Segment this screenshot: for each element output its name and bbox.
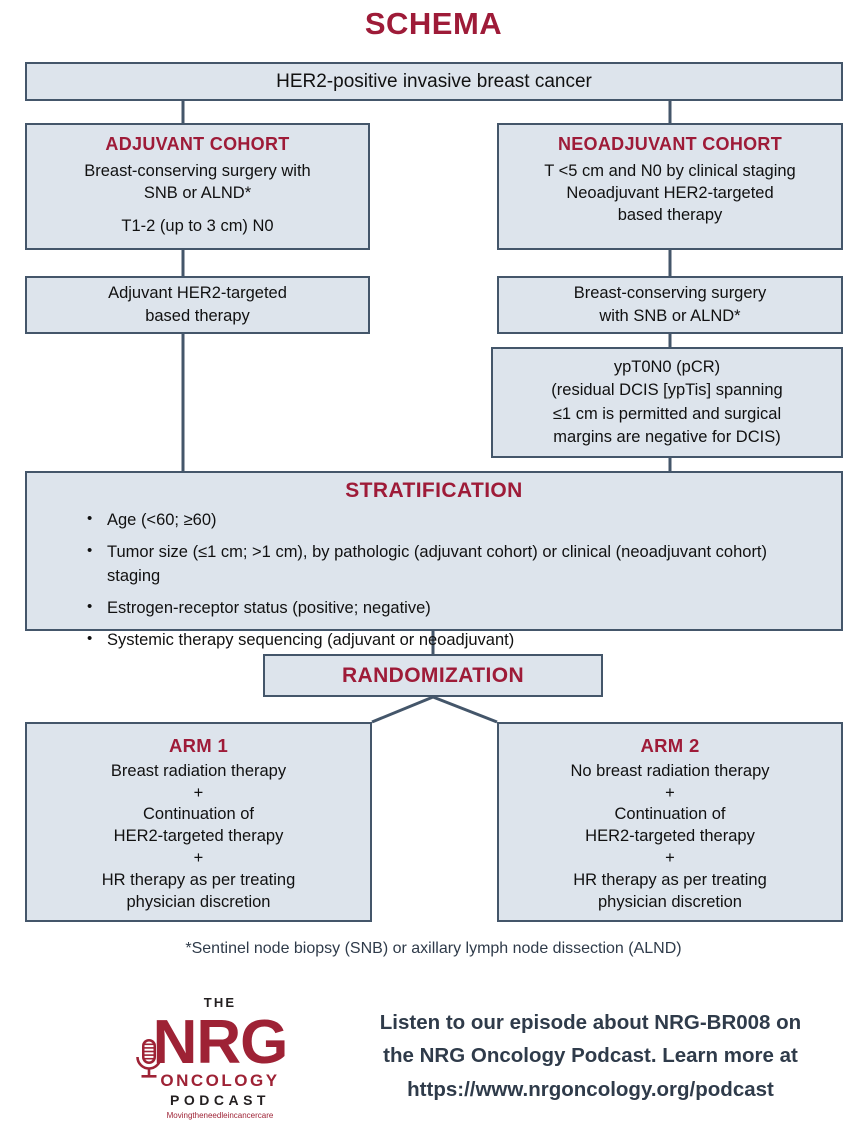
- arm1-line-7: physician discretion: [126, 893, 271, 912]
- neoadjuvant-surgery-line-2: with SNB or ALND*: [599, 307, 741, 325]
- microphone-icon: [136, 1039, 162, 1078]
- arm2-line-2: +: [665, 783, 675, 802]
- stratification-box: STRATIFICATION Age (<60; ≥60) Tumor size…: [25, 471, 843, 649]
- adjuvant-therapy-line-2: based therapy: [145, 307, 250, 325]
- arm2-box: ARM 2 No breast radiation therapy + Cont…: [497, 722, 843, 922]
- logo-podcast-text: PODCAST: [170, 1092, 270, 1108]
- stratification-list: Age (<60; ≥60) Tumor size (≤1 cm; >1 cm)…: [27, 508, 841, 661]
- arm1-line-2: +: [193, 783, 204, 802]
- stratification-heading: STRATIFICATION: [345, 479, 523, 502]
- adjuvant-cohort-line-3: T1-2 (up to 3 cm) N0: [121, 216, 274, 235]
- pcr-line-3: ≤1 cm is permitted and surgical: [552, 404, 782, 423]
- footnote: *Sentinel node biopsy (SNB) or axillary …: [185, 940, 682, 957]
- promo-line-2: the NRG Oncology Podcast. Learn more at: [383, 1044, 798, 1068]
- arm2-line-4: HER2-targeted therapy: [585, 827, 755, 846]
- pcr-line-1: ypT0N0 (pCR): [613, 357, 721, 376]
- arm2-line-6: HR therapy as per treating: [573, 871, 767, 890]
- arm1-line-5: +: [193, 849, 204, 868]
- adjuvant-therapy-box: Adjuvant HER2-targeted based therapy: [25, 276, 370, 334]
- promo-podcast-url[interactable]: https://www.nrgoncology.org/podcast: [407, 1077, 774, 1101]
- arm1-line-1: Breast radiation therapy: [110, 761, 287, 780]
- population-box: HER2-positive invasive breast cancer: [25, 62, 843, 101]
- population-label: HER2-positive invasive breast cancer: [276, 70, 592, 92]
- arm2-line-1: No breast radiation therapy: [570, 761, 770, 780]
- logo-nrg-text: NRG: [153, 1008, 288, 1077]
- adjuvant-cohort-line-1: Breast-conserving surgery with: [84, 161, 311, 180]
- neoadjuvant-surgery-line-1: Breast-conserving surgery: [573, 283, 767, 302]
- arm1-line-6: HR therapy as per treating: [101, 871, 296, 890]
- neoadjuvant-surgery-box: Breast-conserving surgery with SNB or AL…: [497, 276, 843, 334]
- adjuvant-cohort-line-2: SNB or ALND*: [143, 183, 252, 202]
- neoadjuvant-cohort-box: NEOADJUVANT COHORT T <5 cm and N0 by cli…: [497, 123, 843, 250]
- arm2-line-3: Continuation of: [614, 805, 726, 824]
- pcr-criteria-box: ypT0N0 (pCR) (residual DCIS [ypTis] span…: [491, 347, 843, 458]
- stratification-item: Estrogen-receptor status (positive; nega…: [87, 596, 821, 621]
- randomization-label: RANDOMIZATION: [341, 663, 525, 687]
- stratification-item: Age (<60; ≥60): [87, 508, 821, 533]
- neoadjuvant-cohort-heading: NEOADJUVANT COHORT: [557, 134, 783, 154]
- adjuvant-cohort-box: ADJUVANT COHORT Breast-conserving surger…: [25, 123, 370, 250]
- neoadjuvant-cohort-line-2: Neoadjuvant HER2-targeted: [566, 183, 774, 202]
- promo-text: Listen to our episode about NRG-BR008 on…: [330, 1006, 867, 1106]
- logo-artwork: THE NRG ONCOLOGY: [136, 995, 288, 1120]
- logo-oncology-text: ONCOLOGY: [160, 1071, 279, 1090]
- arm2-line-7: physician discretion: [598, 893, 742, 912]
- podcast-promo: THE NRG ONCOLOGY: [0, 986, 867, 1126]
- nrg-oncology-podcast-logo: THE NRG ONCOLOGY: [110, 991, 330, 1121]
- logo-the-text: THE: [204, 995, 237, 1010]
- connector-randomization-to-arm1: [371, 695, 434, 724]
- pcr-line-4: margins are negative for DCIS): [553, 427, 781, 446]
- arm1-heading: ARM 1: [168, 735, 229, 756]
- arm1-box: ARM 1 Breast radiation therapy + Continu…: [25, 722, 372, 922]
- logo-tagline-text: Movingtheneedleincancercare: [167, 1111, 274, 1120]
- stratification-item: Tumor size (≤1 cm; >1 cm), by pathologic…: [87, 540, 821, 589]
- page-title: SCHEMA: [364, 6, 503, 41]
- adjuvant-therapy-line-1: Adjuvant HER2-targeted: [108, 283, 287, 302]
- randomization-box: RANDOMIZATION: [263, 654, 603, 697]
- arm1-line-4: HER2-targeted therapy: [113, 827, 284, 846]
- promo-line-1: Listen to our episode about NRG-BR008 on: [379, 1011, 802, 1035]
- stratification-item: Systemic therapy sequencing (adjuvant or…: [87, 628, 821, 653]
- neoadjuvant-cohort-line-1: T <5 cm and N0 by clinical staging: [544, 161, 796, 180]
- adjuvant-cohort-heading: ADJUVANT COHORT: [105, 134, 290, 154]
- arm1-line-3: Continuation of: [143, 805, 254, 824]
- arm2-line-5: +: [665, 849, 675, 868]
- connector-randomization-to-arm2: [432, 695, 498, 724]
- arm2-heading: ARM 2: [640, 735, 700, 756]
- pcr-line-2: (residual DCIS [ypTis] spanning: [551, 381, 783, 400]
- neoadjuvant-cohort-line-3: based therapy: [617, 205, 723, 224]
